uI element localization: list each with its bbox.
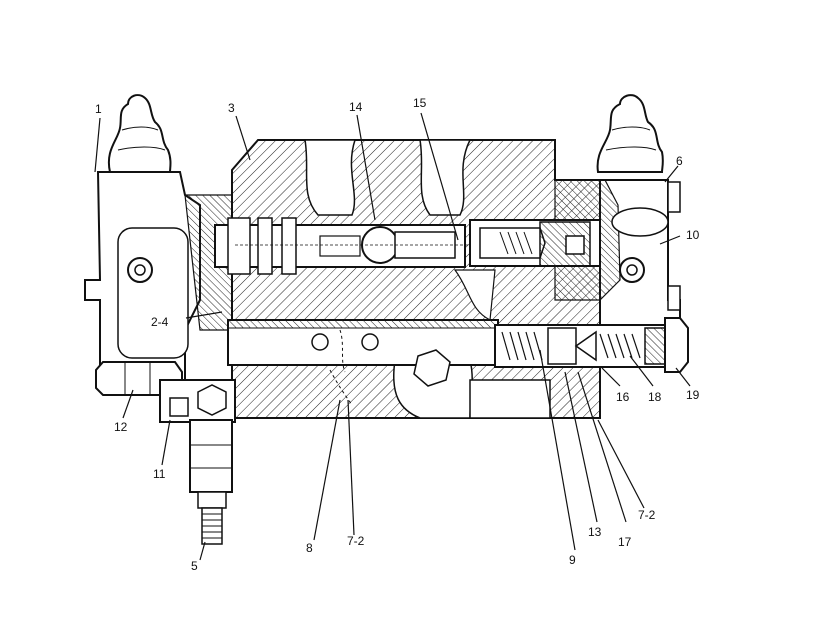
callout-9: 9	[569, 553, 576, 567]
callout-11: 11	[153, 467, 166, 481]
callout-13: 13	[588, 525, 602, 539]
left-rubber-boot	[107, 94, 172, 173]
lower-relief-valve	[494, 317, 689, 373]
callout-18: 18	[648, 390, 662, 404]
main-spool	[214, 217, 470, 275]
callout-17: 17	[618, 535, 632, 549]
callout-6: 6	[676, 154, 683, 168]
callout-14: 14	[349, 100, 363, 114]
callout-7-2-left: 7-2	[347, 534, 365, 548]
center-hex-fitting	[413, 349, 451, 387]
left-port-fittings	[95, 361, 236, 423]
callout-7-2-right: 7-2	[638, 508, 656, 522]
callout-5: 5	[191, 559, 198, 573]
callout-8: 8	[306, 541, 313, 555]
callout-16: 16	[616, 390, 630, 404]
callout-12: 12	[114, 420, 128, 434]
left-end-cap	[84, 171, 233, 381]
callout-19: 19	[686, 388, 700, 402]
leader-lines	[94, 112, 691, 561]
upper-check-valve	[469, 219, 601, 267]
callout-10: 10	[686, 228, 700, 242]
callout-15: 15	[413, 96, 427, 110]
bottom-plug	[189, 419, 233, 545]
callout-3: 3	[228, 101, 235, 115]
lower-bore	[227, 319, 499, 406]
callout-1: 1	[95, 102, 102, 116]
callout-2-4: 2-4	[151, 315, 169, 329]
right-rubber-boot	[596, 94, 664, 173]
